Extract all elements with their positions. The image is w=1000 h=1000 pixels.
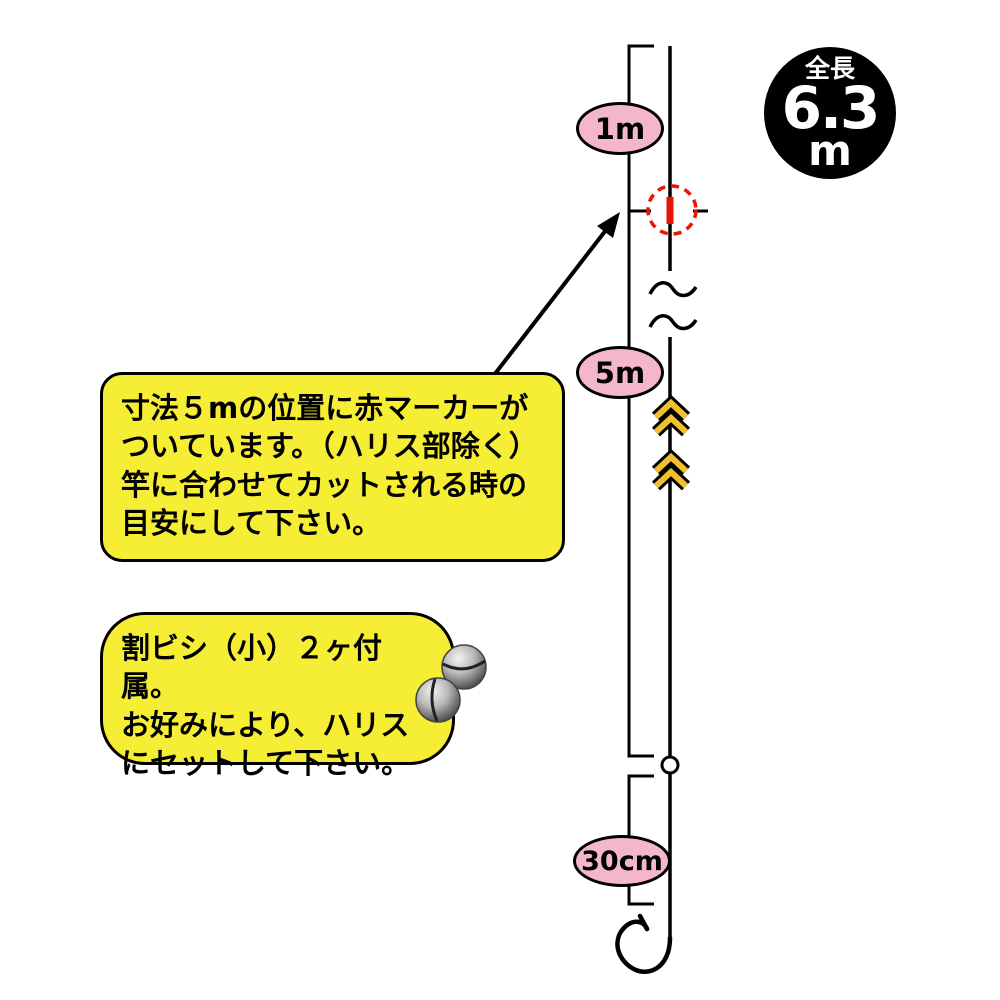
marker-note-callout: 寸法５mの位置に赤マーカーが ついています。（ハリス部除く） 竿に合わせてカット…	[100, 372, 565, 562]
red-marker-circle	[646, 184, 698, 236]
note-line: ついています。（ハリス部除く）	[121, 429, 538, 464]
note-line: 寸法５mの位置に赤マーカーが	[121, 391, 529, 425]
double-chevron-up-icon	[651, 448, 691, 491]
double-chevron-up-icon	[651, 394, 691, 437]
measurement-label-30cm: 30cm	[573, 835, 671, 887]
fishing-hook-icon	[615, 913, 673, 974]
note-line: 目安にして下さい。	[121, 505, 382, 540]
note-line: 割ビシ（小）２ヶ付属。	[121, 631, 383, 704]
arrow-pointer-icon	[482, 212, 620, 390]
sinker-note-callout: 割ビシ（小）２ヶ付属。 お好みにより、ハリス にセットして下さい。	[100, 612, 455, 780]
measurement-label-5m: 5m	[576, 346, 664, 399]
wave-break-icon	[648, 281, 698, 331]
split-shot-sinker-icons	[415, 644, 487, 723]
note-line: にセットして下さい。	[121, 745, 411, 780]
split-shot-sinker-icon	[415, 677, 461, 723]
badge-title: 全長	[804, 53, 855, 83]
note-line: お好みにより、ハリス	[121, 707, 410, 742]
swivel-ring-icon	[660, 755, 680, 775]
badge-value: 6.3	[781, 73, 881, 142]
note-line: 竿に合わせてカットされる時の	[121, 467, 528, 502]
measurement-label-1m: 1m	[576, 102, 664, 155]
badge-unit: m	[808, 125, 852, 175]
total-length-badge: 全長 6.3 m	[764, 47, 896, 179]
split-shot-sinker-icon	[441, 644, 487, 690]
